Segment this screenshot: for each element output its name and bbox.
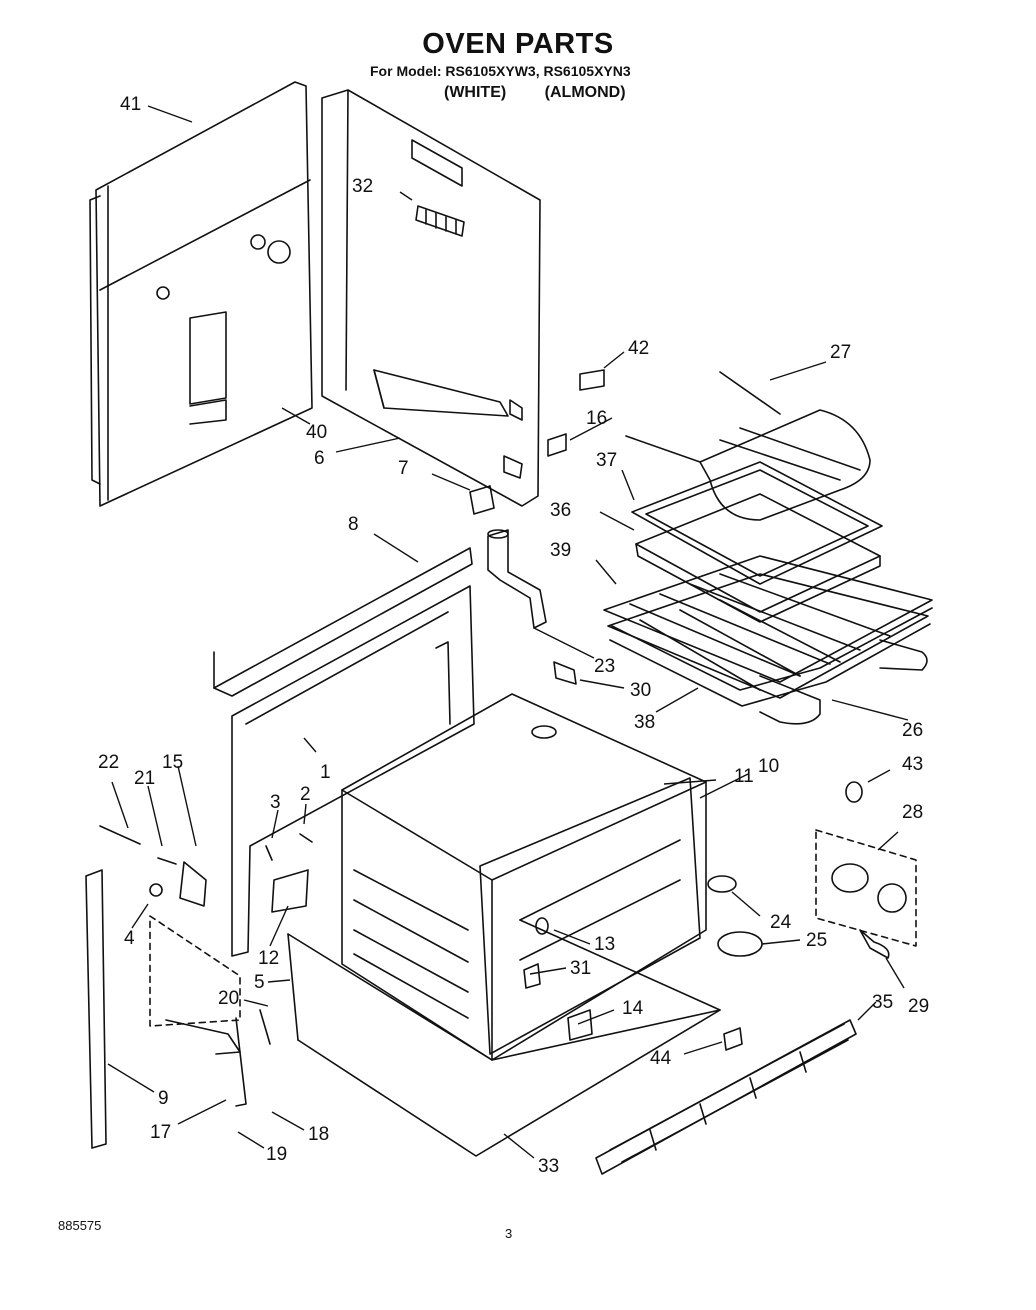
color-variants: (WHITE) (ALMOND) xyxy=(444,84,626,102)
color-white: (WHITE) xyxy=(444,84,507,101)
callout-12: 12 xyxy=(258,948,279,969)
callout-18: 18 xyxy=(308,1124,329,1145)
callout-13: 13 xyxy=(594,934,615,955)
callout-numbers: 41 32 42 27 40 6 16 37 7 36 8 39 23 30 3… xyxy=(98,94,929,1177)
part-14-clip xyxy=(567,1009,593,1041)
callout-39: 39 xyxy=(550,540,571,561)
callout-28: 28 xyxy=(902,802,923,823)
callout-10: 10 xyxy=(758,756,779,777)
callout-29: 29 xyxy=(908,996,929,1017)
callout-11: 11 xyxy=(734,766,754,787)
part-1-front-frame xyxy=(231,585,475,957)
color-almond: (ALMOND) xyxy=(544,84,626,101)
part-21-pin xyxy=(157,857,177,865)
callout-31: 31 xyxy=(570,958,591,979)
part-38-oven-rack xyxy=(609,599,933,707)
part-24-cover xyxy=(707,875,737,893)
part-4-nut xyxy=(149,883,163,897)
callout-8: 8 xyxy=(348,514,359,535)
part-20-spring xyxy=(259,1009,271,1045)
page-number: 3 xyxy=(505,1226,513,1241)
callout-42: 42 xyxy=(628,338,649,359)
callout-6: 6 xyxy=(314,448,325,469)
callout-5: 5 xyxy=(254,972,265,993)
callout-25: 25 xyxy=(806,930,827,951)
callout-14: 14 xyxy=(622,998,644,1019)
part-30-sensor xyxy=(553,661,577,685)
part-27-broil-element xyxy=(625,371,871,521)
callout-20: 20 xyxy=(218,988,239,1009)
part-23-vent-tube xyxy=(487,529,547,629)
part-43-gasket xyxy=(845,781,863,803)
callout-38: 38 xyxy=(634,712,655,733)
part-12-bracket xyxy=(271,869,309,913)
callout-30: 30 xyxy=(630,680,651,701)
part-33-bottom-panel xyxy=(287,919,721,1157)
part-39-oven-rack xyxy=(603,555,933,699)
part-36-drip-pan xyxy=(635,493,881,623)
callout-35: 35 xyxy=(872,992,893,1013)
part-9-trim-strip xyxy=(85,869,107,1149)
part-25-lens xyxy=(717,931,763,957)
model-line: For Model: RS6105XYW3, RS6105XYN3 xyxy=(370,63,631,79)
callout-7: 7 xyxy=(398,458,409,479)
callout-17: 17 xyxy=(150,1122,171,1143)
part-15-latch xyxy=(179,861,207,907)
part-22-spring xyxy=(99,825,141,845)
part-29-bulb xyxy=(859,929,890,959)
part-10-oven-cavity xyxy=(341,693,707,1061)
callout-36: 36 xyxy=(550,500,571,521)
part-26-bake-element xyxy=(759,639,928,725)
part-7-block xyxy=(469,485,495,515)
part-3-screw xyxy=(265,845,273,861)
callout-26: 26 xyxy=(902,720,923,741)
callout-27: 27 xyxy=(830,342,851,363)
part-32-terminal-block xyxy=(415,205,465,237)
part-2-screw xyxy=(299,833,313,843)
part-16-clip xyxy=(547,433,567,457)
callout-23: 23 xyxy=(594,656,615,677)
document-number: 885575 xyxy=(58,1218,102,1233)
callout-4: 4 xyxy=(124,928,135,949)
callout-33: 33 xyxy=(538,1156,559,1177)
part-28-light-socket xyxy=(815,829,917,947)
part-13-grommet xyxy=(535,917,549,935)
part-44-plate xyxy=(723,1027,743,1051)
callout-2: 2 xyxy=(300,784,311,805)
part-35-vent-grille xyxy=(595,1019,857,1175)
part-17-hinge xyxy=(149,915,247,1107)
part-6-side-panel xyxy=(321,89,541,507)
part-8-trim xyxy=(213,547,473,697)
page-title: OVEN PARTS xyxy=(422,28,614,60)
callout-1: 1 xyxy=(320,762,331,783)
part-41-rear-panel xyxy=(89,81,313,507)
callout-3: 3 xyxy=(270,792,281,813)
callout-16: 16 xyxy=(586,408,607,429)
callout-43: 43 xyxy=(902,754,923,775)
callout-24: 24 xyxy=(770,912,792,933)
callout-19: 19 xyxy=(266,1144,287,1165)
callout-41: 41 xyxy=(120,94,141,115)
callout-21: 21 xyxy=(134,768,155,789)
part-37-broil-pan xyxy=(631,461,883,585)
part-31-clip xyxy=(523,963,541,989)
callout-9: 9 xyxy=(158,1088,169,1109)
callout-15: 15 xyxy=(162,752,183,773)
callout-37: 37 xyxy=(596,450,617,471)
callout-22: 22 xyxy=(98,752,119,773)
callout-44: 44 xyxy=(650,1048,672,1069)
part-42-bracket xyxy=(579,369,605,391)
callout-32: 32 xyxy=(352,176,373,197)
callout-40: 40 xyxy=(306,422,327,443)
